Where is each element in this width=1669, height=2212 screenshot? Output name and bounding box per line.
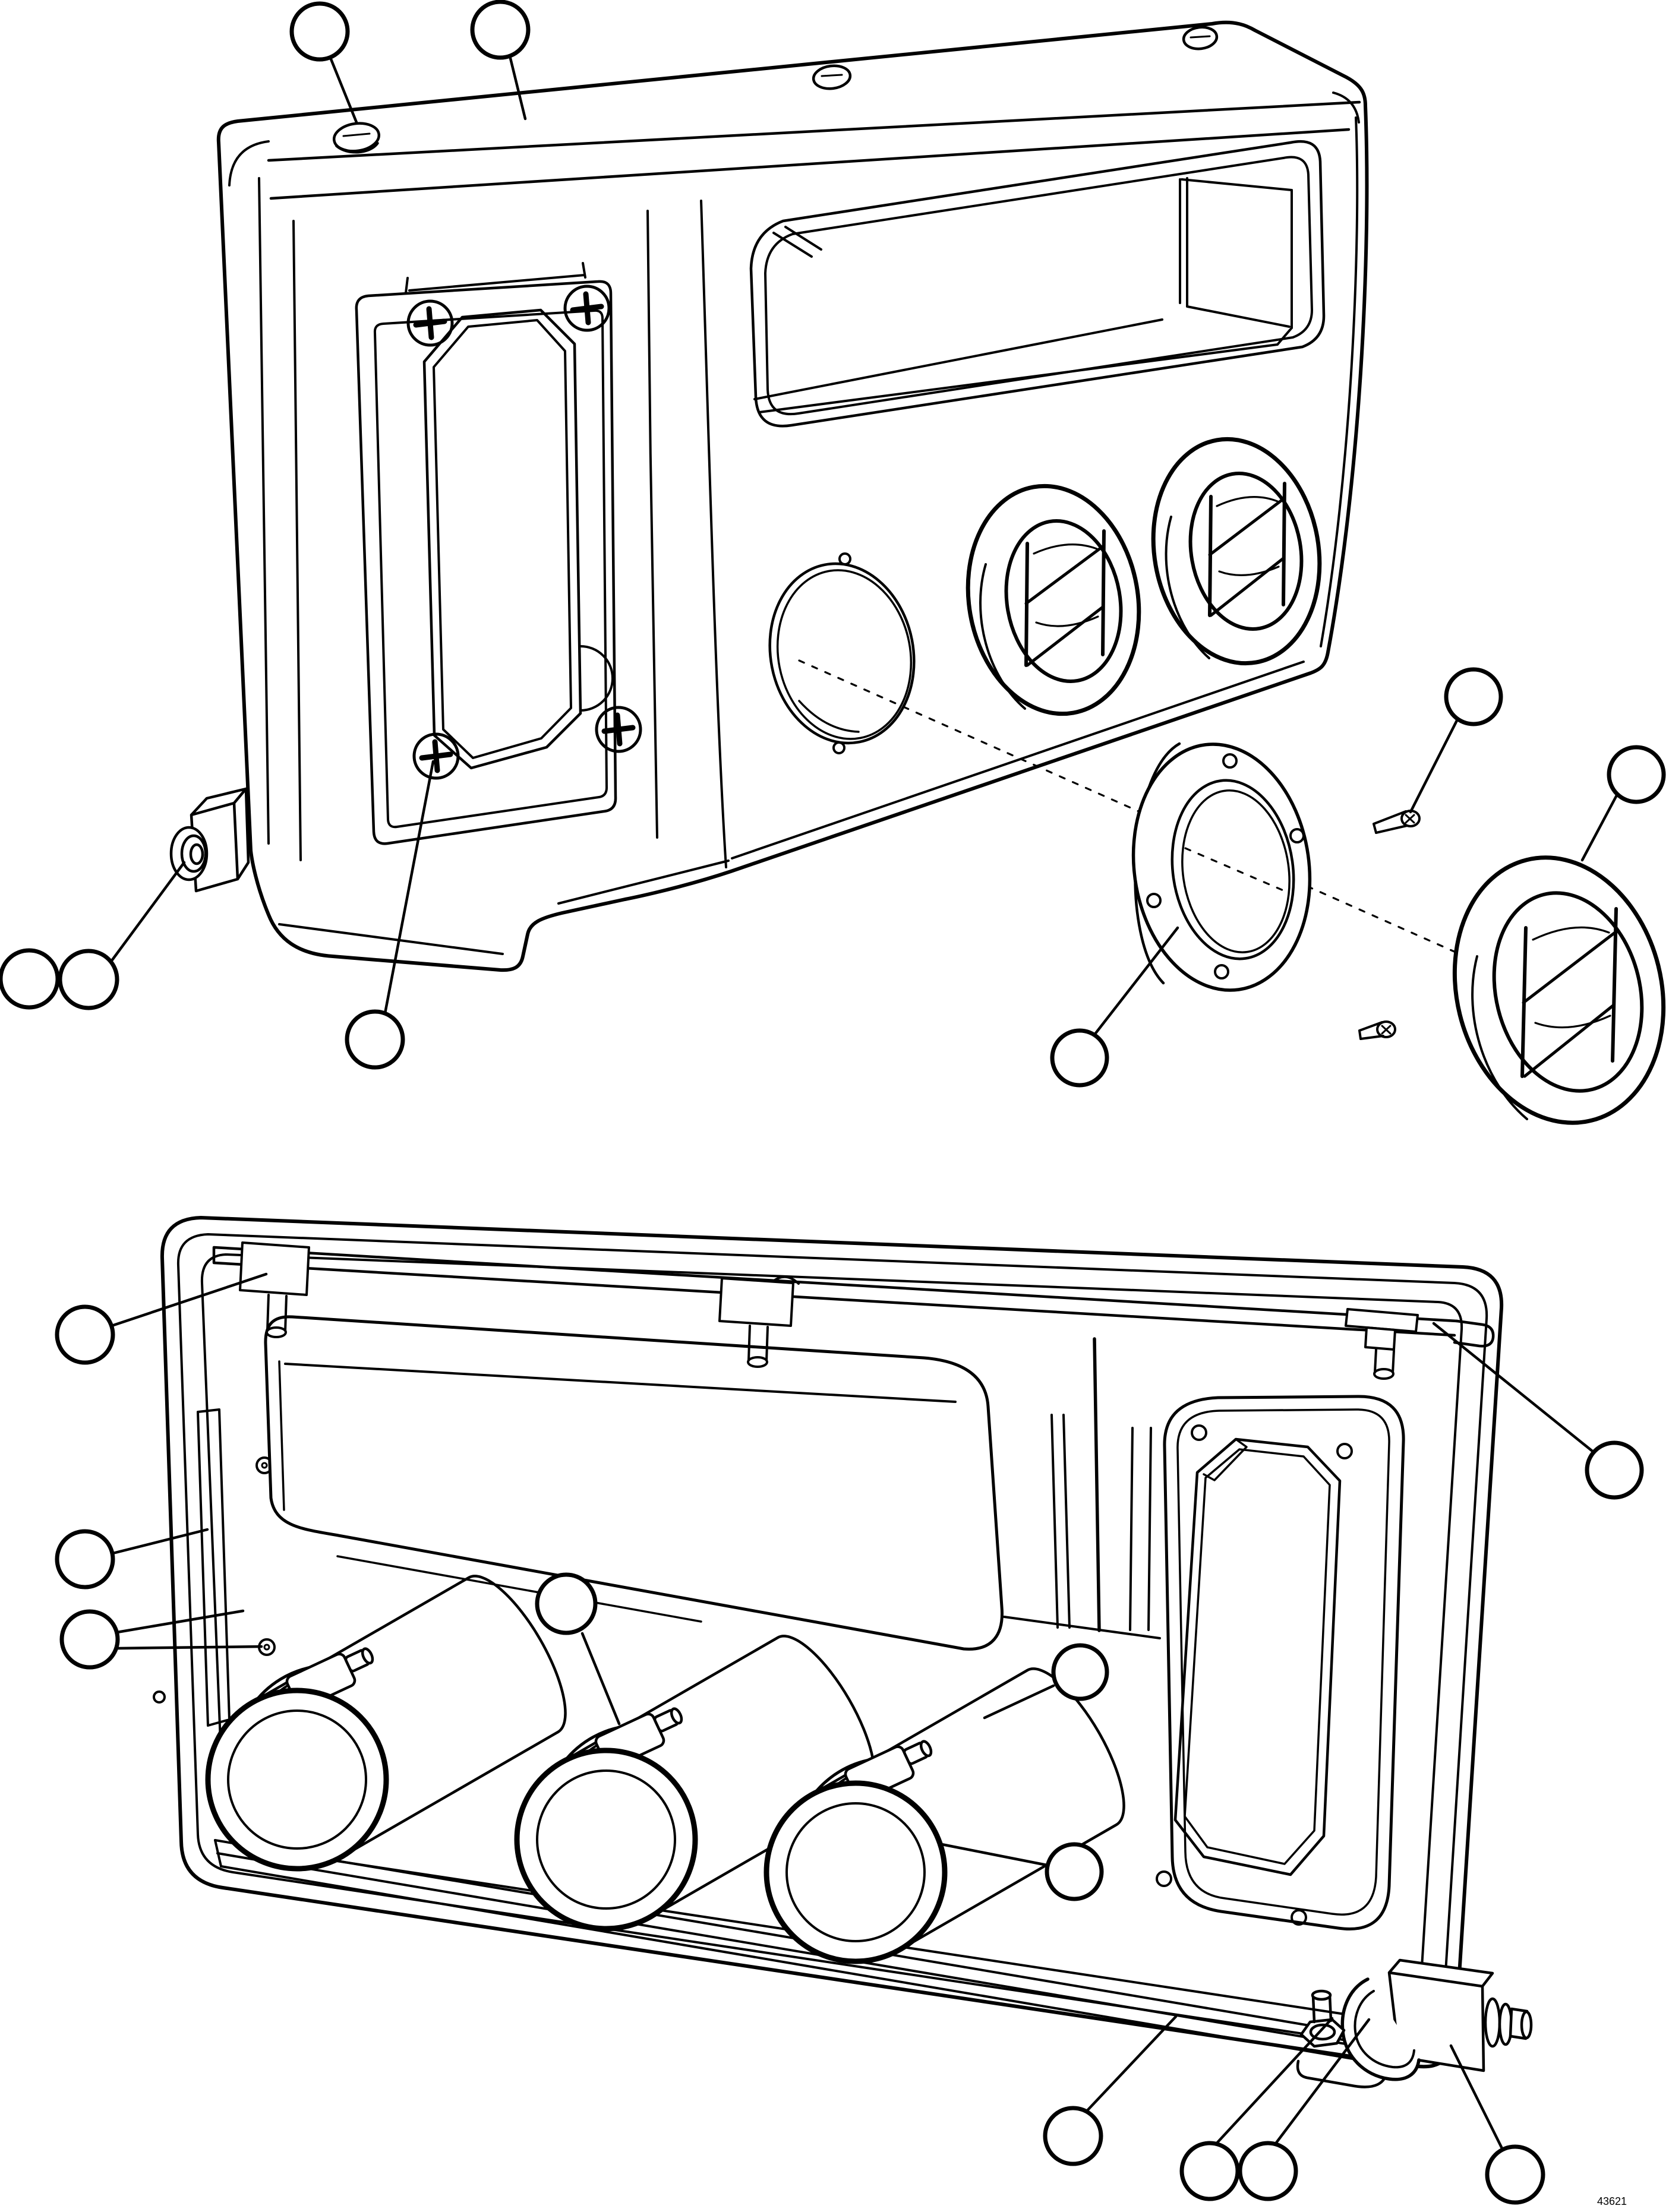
svg-text:43621: 43621 <box>1597 2195 1627 2207</box>
